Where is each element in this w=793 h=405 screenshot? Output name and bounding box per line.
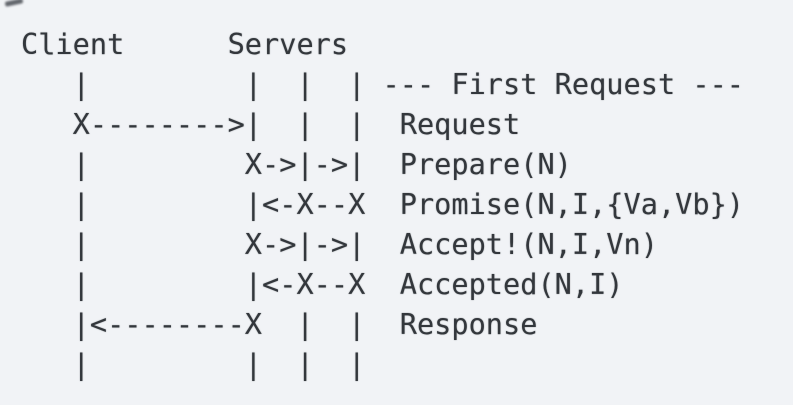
ascii-line-header: Client Servers [21, 27, 349, 61]
paxos-sequence-diagram: Client Servers | | | | --- First Request… [21, 24, 744, 384]
ascii-line-promise: | |<-X--X Promise(N,I,{Va,Vb}) [21, 187, 745, 221]
ascii-line-response: |<--------X | | Response [21, 307, 538, 341]
ascii-line-request: X-------->| | | Request [21, 107, 521, 141]
ascii-line-prepare: | X->|->| Prepare(N) [21, 147, 572, 181]
ascii-line-accepted: | |<-X--X Accepted(N,I) [21, 267, 624, 301]
ascii-line-lifelines-first-request-banner: | | | | --- First Request --- [21, 67, 745, 101]
video-compression-artifact [4, 0, 24, 7]
ascii-line-accept: | X->|->| Accept!(N,I,Vn) [21, 227, 658, 261]
ascii-line-lifelines-bottom: | | | | [21, 347, 366, 381]
